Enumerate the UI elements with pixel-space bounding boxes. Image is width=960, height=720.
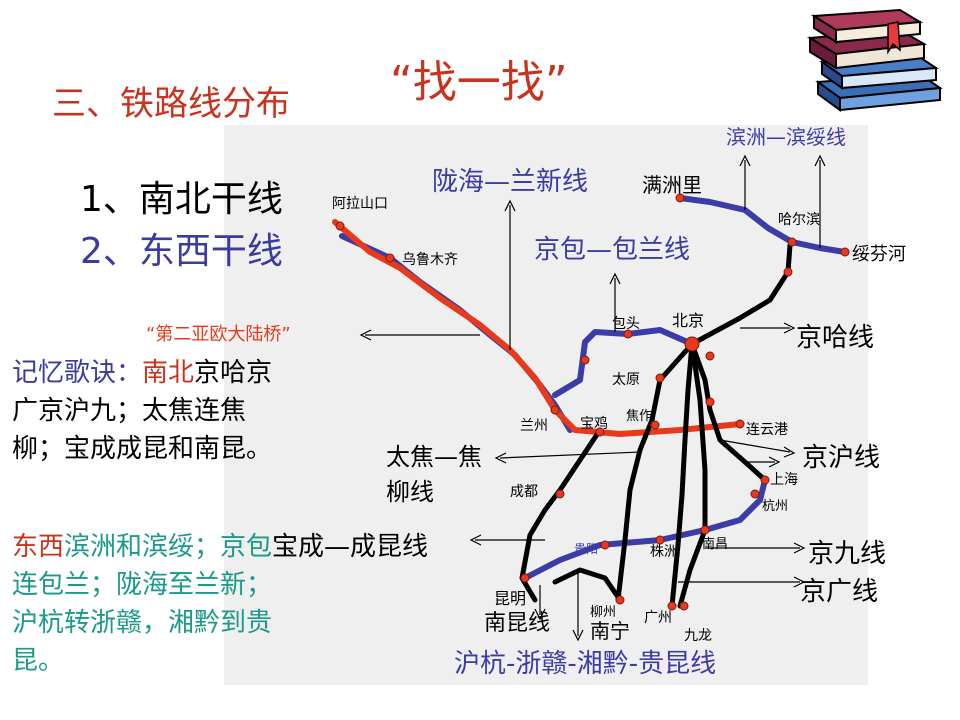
- jingha-railway: [689, 242, 793, 347]
- city-taiyuan: 太原: [612, 372, 640, 388]
- longhai-lanxin-railway: [332, 219, 743, 437]
- city-urumqi: 乌鲁木齐: [402, 252, 458, 268]
- city-nanning: 南宁: [590, 619, 630, 643]
- huhang-zhegan-railway: [522, 477, 768, 581]
- city-harbin: 哈尔滨: [778, 212, 820, 228]
- city-chengdu: 成都: [510, 484, 538, 500]
- page-title: 三、铁路线分布: [52, 84, 290, 124]
- mnemonic-ew-word: 东西: [12, 532, 65, 562]
- city-baotou: 包头: [612, 316, 640, 332]
- jingbao-railway: [552, 327, 695, 398]
- city-lianyungang: 连云港: [746, 422, 788, 438]
- book-stack-icon: [806, 8, 943, 112]
- city-jiaozuo: 焦作: [626, 409, 652, 424]
- label-huhang-chain: 沪杭-浙赣-湘黔-贵昆线: [454, 649, 716, 679]
- city-jiulong: 九龙: [684, 628, 712, 644]
- label-binzhou-binsui: 滨洲—滨绥线: [726, 125, 846, 149]
- mnemonic-label: 记忆歌诀：: [12, 358, 143, 388]
- mnemonic-east-west: 东西滨洲和滨绥；京包连包兰；陇海至兰新；沪杭转浙赣，湘黔到贵昆。: [12, 528, 274, 680]
- city-hangzhou: 杭州: [762, 499, 788, 514]
- label-jingbao-baolan: 京包—包兰线: [534, 235, 690, 265]
- mnemonic-ns-text: 京哈京广京沪九；太焦连焦柳；宝成成昆和南昆。: [12, 358, 273, 464]
- label-baocheng-chengkun: 宝成—成昆线: [272, 532, 428, 562]
- label-longhai-lanxin: 陇海—兰新线: [432, 167, 588, 197]
- page-subtitle: “找一找”: [390, 57, 568, 108]
- city-alashankou: 阿拉山口: [332, 196, 388, 212]
- label-taijiao-1: 太焦—焦: [386, 443, 482, 471]
- category-east-west: 2、东西干线: [80, 231, 283, 272]
- label-eurasia-bridge: “第二亚欧大陆桥”: [146, 324, 291, 345]
- city-beijing: 北京: [672, 311, 704, 330]
- city-guangzhou: 广州: [644, 610, 672, 626]
- label-nankun: 南昆线: [484, 611, 550, 636]
- city-manzhouli: 满洲里: [642, 173, 702, 197]
- city-suifenhe: 绥芬河: [852, 244, 906, 265]
- mnemonic-ew-text: 滨洲和滨绥；京包连包兰；陇海至兰新；沪杭转浙赣，湘黔到贵昆。: [12, 532, 273, 676]
- city-lanzhou: 兰州: [520, 418, 548, 434]
- mnemonic-ns-word: 南北: [142, 358, 195, 388]
- nankun-railway: [552, 567, 623, 603]
- city-kunming: 昆明: [494, 589, 526, 608]
- city-baoji: 宝鸡: [580, 415, 608, 432]
- label-jingguang: 京广线: [800, 577, 878, 607]
- jinghu-railway: [689, 341, 768, 483]
- label-jinghu: 京沪线: [802, 443, 880, 473]
- city-nanchang: 南昌: [702, 536, 728, 552]
- city-guiyang: 贵阳: [574, 542, 598, 556]
- category-north-south: 1、南北干线: [80, 179, 283, 220]
- map-panel: [224, 125, 868, 685]
- label-jingha: 京哈线: [796, 323, 874, 353]
- label-taijiao-2: 柳线: [386, 478, 434, 506]
- jingguang-railway: [669, 341, 695, 609]
- city-liuzhou: 柳州: [590, 605, 616, 620]
- city-zhuzhou: 株洲: [650, 544, 678, 560]
- mnemonic-north-south: 记忆歌诀：南北京哈京广京沪九；太焦连焦柳；宝成成昆和南昆。: [12, 354, 274, 468]
- label-jingjiu: 京九线: [808, 539, 886, 569]
- city-shanghai: 上海: [770, 472, 798, 488]
- jingjiu-railway: [677, 341, 708, 609]
